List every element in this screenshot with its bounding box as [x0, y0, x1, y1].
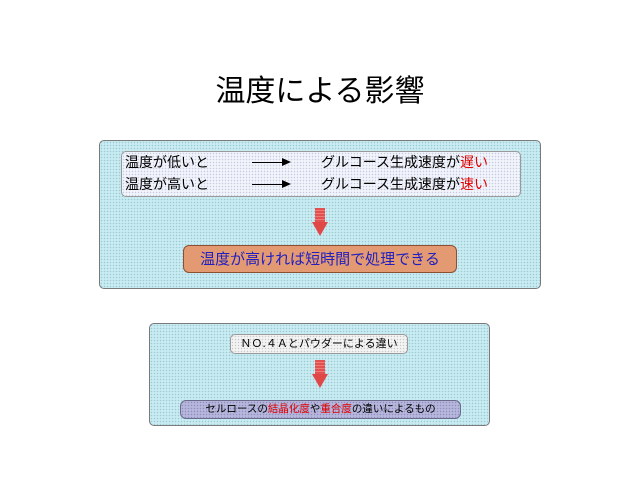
- temperature-effect-panel: 温度が低いと グルコース生成速度が遅い 温度が高いと グルコース生成速度が速い …: [99, 140, 541, 289]
- down-arrow-icon: [312, 360, 328, 388]
- cause-box: セルロースの結晶化度や重合度の違いによるもの: [180, 400, 461, 419]
- cause-text-3: の違いによるもの: [351, 403, 436, 415]
- result-emphasis: 速い: [460, 177, 489, 193]
- result-label: グルコース生成速度が速い: [321, 174, 488, 196]
- crystallinity-term: 結晶化度: [267, 403, 310, 415]
- cause-text-2: や: [309, 403, 321, 415]
- condition-label: 温度が低いと: [125, 155, 209, 171]
- slide-title: 温度による影響: [215, 74, 425, 109]
- cause-text-1: セルロースの: [205, 403, 268, 415]
- condition-label: 温度が高いと: [125, 177, 209, 193]
- result-emphasis: 遅い: [460, 155, 489, 171]
- comparison-row-high: 温度が高いと グルコース生成速度が速い: [122, 174, 520, 196]
- polymerization-term: 重合度: [320, 403, 352, 415]
- comparison-box: 温度が低いと グルコース生成速度が遅い 温度が高いと グルコース生成速度が速い: [121, 151, 521, 197]
- conclusion-box: 温度が高ければ短時間で処理できる: [183, 245, 457, 273]
- result-prefix: グルコース生成速度が: [321, 177, 461, 193]
- right-arrow-icon: [252, 180, 291, 188]
- result-prefix: グルコース生成速度が: [321, 155, 461, 171]
- down-arrow-icon: [312, 208, 328, 236]
- right-arrow-icon: [252, 158, 291, 166]
- comparison-label: ＮＯ.４Ａとパウダーによる違い: [230, 334, 408, 354]
- result-label: グルコース生成速度が遅い: [321, 152, 488, 174]
- comparison-row-low: 温度が低いと グルコース生成速度が遅い: [122, 152, 520, 174]
- sample-difference-panel: ＮＯ.４Ａとパウダーによる違い セルロースの結晶化度や重合度の違いによるもの: [149, 323, 490, 426]
